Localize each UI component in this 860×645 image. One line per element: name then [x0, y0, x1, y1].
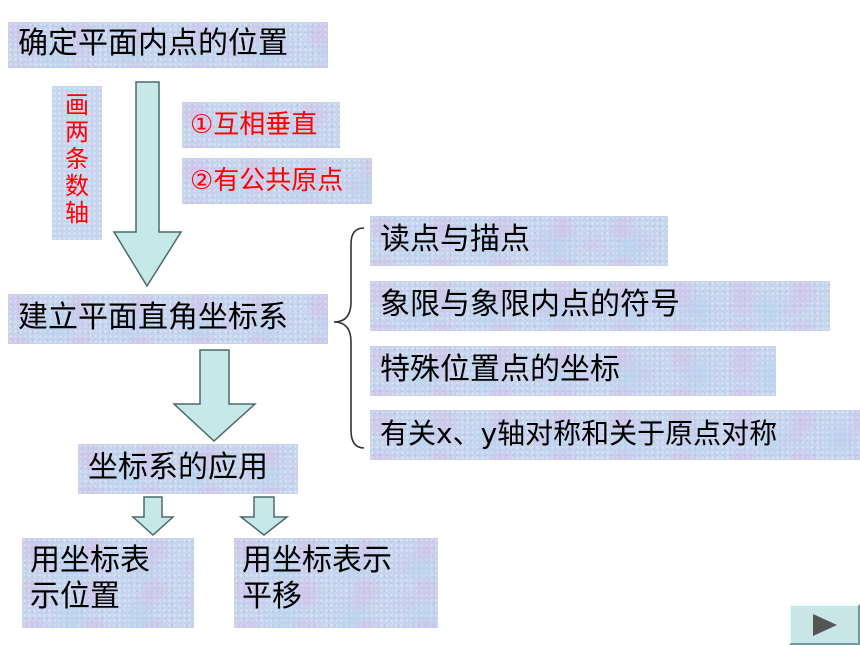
branch-item: 读点与描点	[370, 216, 668, 266]
draw-axes-char: 两	[65, 118, 89, 146]
arrow-application-to-left	[131, 496, 175, 537]
draw-axes-char: 条	[65, 145, 89, 173]
app-position-node: 用坐标表 示位置	[22, 538, 194, 628]
draw-axes-char: 画	[65, 91, 89, 119]
condition-common-origin-label: ②有公共原点	[190, 166, 344, 196]
branch-item-label: 特殊位置点的坐标	[380, 352, 620, 387]
brace	[333, 227, 365, 449]
condition-perpendicular-label: ①互相垂直	[190, 110, 318, 140]
draw-axes-char: 数	[65, 172, 89, 200]
branch-item-label: 有关x、y轴对称和关于原点对称	[380, 417, 778, 450]
top-node-label: 确定平面内点的位置	[18, 26, 288, 61]
condition-common-origin: ②有公共原点	[182, 158, 372, 204]
arrow-system-to-application	[172, 349, 257, 443]
branch-item-label: 象限与象限内点的符号	[380, 287, 680, 322]
branch-item: 有关x、y轴对称和关于原点对称	[370, 410, 860, 460]
coordinate-system-label: 建立平面直角坐标系	[18, 300, 288, 335]
arrow-top-to-system	[112, 81, 183, 288]
top-node: 确定平面内点的位置	[8, 22, 328, 68]
branch-item: 特殊位置点的坐标	[370, 346, 776, 396]
app-translation-line: 用坐标表示	[242, 543, 392, 578]
condition-perpendicular: ①互相垂直	[182, 102, 340, 148]
next-slide-button[interactable]	[789, 604, 860, 645]
branch-item: 象限与象限内点的符号	[370, 281, 830, 331]
coordinate-system-node: 建立平面直角坐标系	[8, 294, 328, 344]
branch-item-label: 读点与描点	[380, 222, 530, 257]
application-node: 坐标系的应用	[78, 444, 298, 494]
draw-axes-char: 轴	[65, 199, 89, 227]
app-translation-node: 用坐标表示 平移	[234, 538, 438, 628]
play-next-icon	[813, 614, 837, 636]
app-position-line: 示位置	[30, 579, 120, 614]
arrow-application-to-right	[238, 496, 290, 536]
app-translation-line: 平移	[242, 579, 302, 614]
app-position-line: 用坐标表	[30, 543, 150, 578]
application-label: 坐标系的应用	[88, 450, 268, 485]
draw-axes-label: 画 两 条 数 轴	[52, 86, 102, 240]
